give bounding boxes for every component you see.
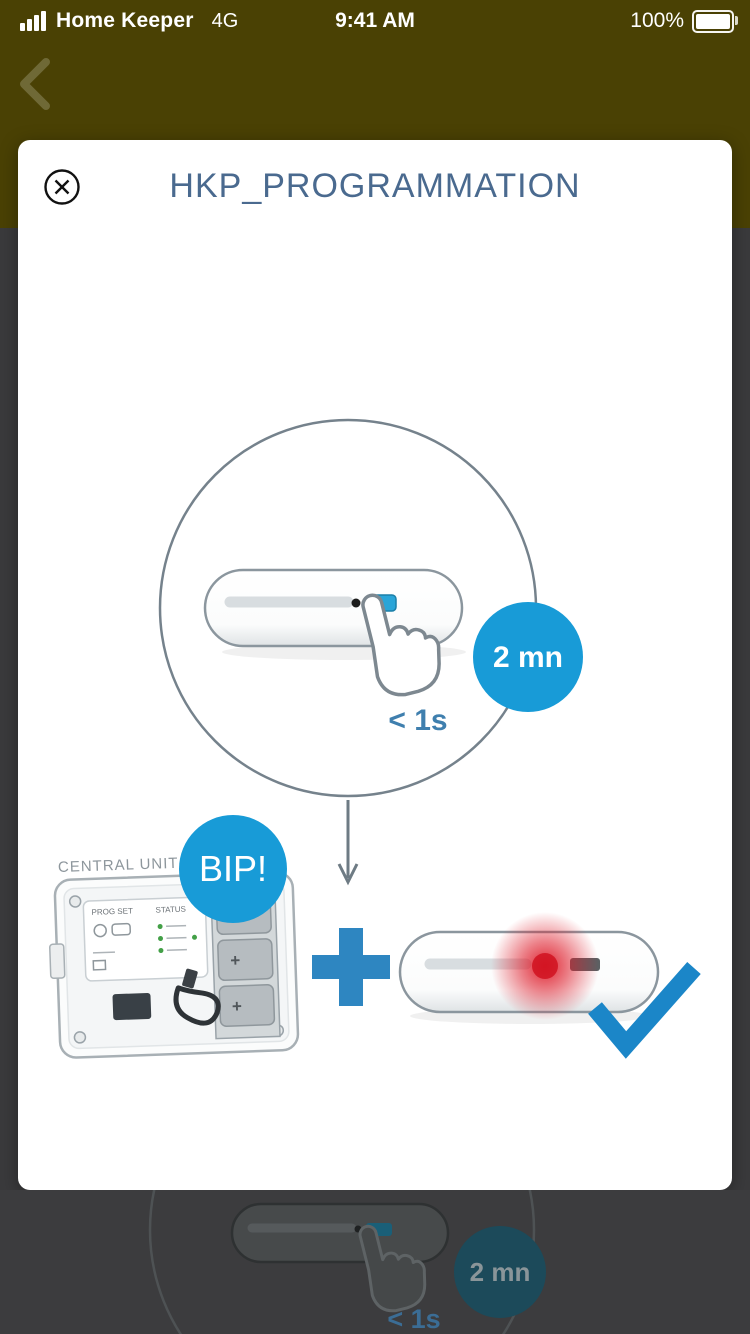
clock-label: 9:41 AM — [335, 9, 415, 32]
carrier-label: Home Keeper — [56, 9, 194, 32]
signal-strength-icon — [20, 11, 46, 31]
window-badge: 2 mn — [473, 602, 583, 712]
dimmed-window-badge: 2 mn — [454, 1226, 546, 1318]
press-finger-icon — [361, 593, 441, 697]
dimmed-window-badge-label: 2 mn — [470, 1257, 531, 1287]
beep-badge-label: BIP! — [199, 848, 267, 889]
press-duration-label: < 1s — [388, 704, 447, 737]
battery-percent-label: 100% — [630, 9, 684, 32]
beep-badge: BIP! — [179, 815, 287, 923]
central-unit-illustration: CENTRAL UNIT PROG SET STATUS — [49, 855, 300, 1059]
component-box — [112, 992, 152, 1021]
dimmed-press-duration-label: < 1s — [387, 1304, 440, 1334]
check-icon — [588, 962, 701, 1059]
status-bar: Home Keeper 4G 9:41 AM 100% — [0, 0, 750, 42]
prog-set-label: PROG SET — [91, 906, 133, 916]
instruction-illustration: < 1s 2 mn CENTRAL UNIT PROG SET STATUS — [49, 418, 701, 1059]
dimmed-press-finger-icon — [358, 1224, 427, 1313]
status-label: STATUS — [155, 905, 186, 915]
battery-icon — [692, 9, 738, 33]
close-icon — [44, 169, 80, 205]
wire — [173, 985, 221, 1026]
central-unit-label: CENTRAL UNIT — [58, 855, 179, 876]
battery-plus-label: + — [230, 951, 241, 970]
dimmed-circle — [148, 1190, 536, 1334]
back-button[interactable] — [10, 54, 62, 114]
network-label: 4G — [211, 9, 239, 32]
arrow-down-icon — [337, 800, 359, 886]
programmation-modal: < 1s 2 mn CENTRAL UNIT PROG SET STATUS — [18, 140, 732, 1190]
dimmed-page-background: 2 mn < 1s — [0, 1190, 750, 1334]
plus-icon — [312, 928, 390, 1006]
modal-title: HKP_PROGRAMMATION — [169, 167, 581, 205]
detector-led-device — [398, 912, 660, 1024]
dimmed-illustration: 2 mn < 1s — [148, 1190, 546, 1334]
close-button[interactable] — [42, 167, 82, 207]
dimmed-detector-device — [230, 1202, 450, 1264]
battery-plus-label: + — [232, 997, 243, 1016]
chevron-left-icon — [20, 58, 50, 110]
window-badge-label: 2 mn — [493, 641, 563, 674]
